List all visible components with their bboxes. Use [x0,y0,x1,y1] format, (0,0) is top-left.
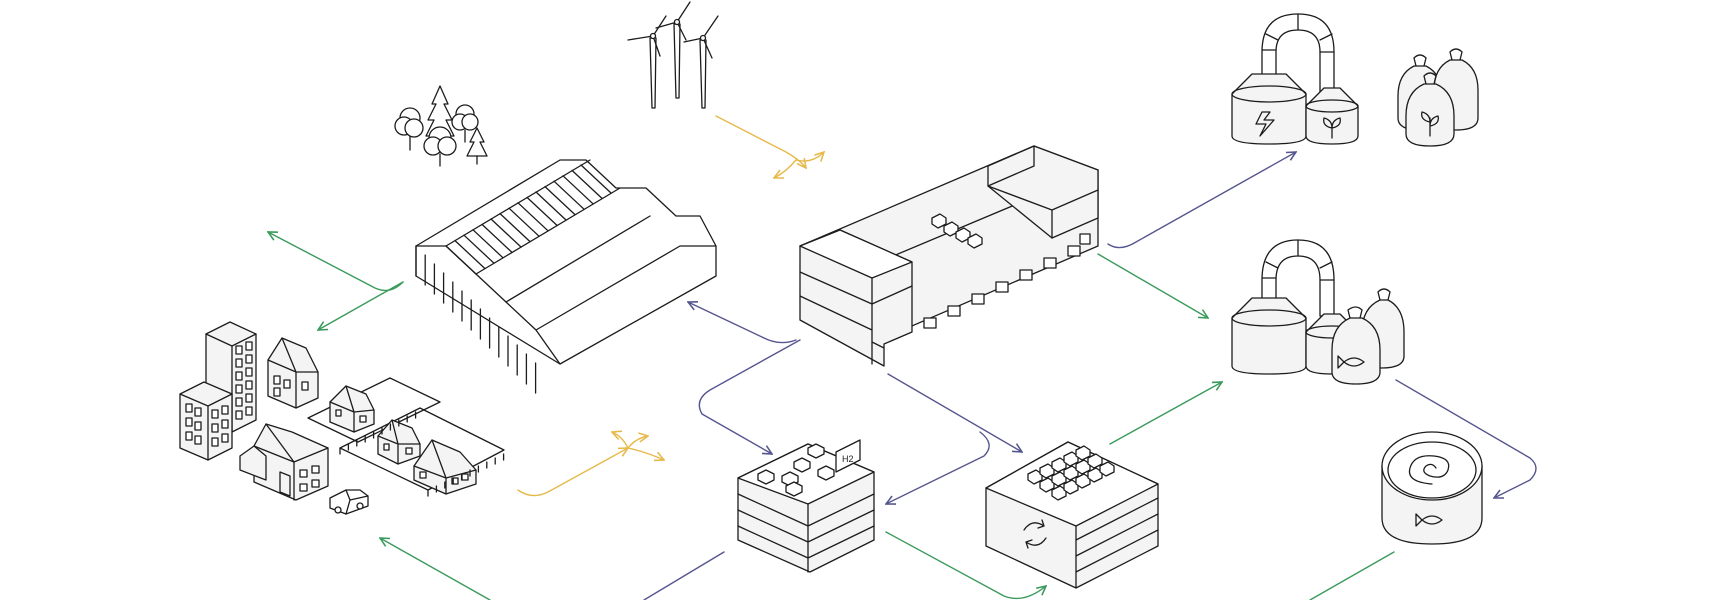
rooftop-unit [1039,463,1055,479]
wind-energy-branch-left [774,159,797,178]
apartment-window [235,358,243,368]
apartment-window [211,409,219,419]
digester-energy-icon [1231,13,1359,145]
greenhouse-roof-rib [535,191,567,221]
greenhouse-output-flow-up [268,232,404,292]
fish-tank-icon [1381,431,1483,545]
wind-energy-branch-right [795,152,824,161]
fish-icon [1337,355,1365,369]
greenhouse-roof-rib [454,239,486,270]
greenhouse-icon [415,159,717,394]
hydrogen-sign-label: H2 [842,454,854,464]
hydrogen-plant-icon: H2 [737,439,875,573]
greenhouse-output-flow-down [318,281,404,330]
apartment-window [211,437,219,447]
apartment-window [221,405,229,415]
recycling-to-hydrogen-flow [886,431,990,504]
factory-to-recycling-flow [887,373,1022,452]
fish-feed-to-tank-flow [1395,379,1537,498]
apartment-window [245,341,253,351]
greenhouse-roof-rib [481,223,513,254]
rooftop-unit [1027,469,1043,485]
apartment-window [221,433,229,443]
greenhouse-roof-rib [445,245,477,275]
lightning-icon [1255,111,1275,137]
apartment-window [194,407,202,417]
apartment-window [245,380,253,390]
rooftop-unit [1075,445,1091,461]
apartment-window [245,406,253,416]
residential-return-flow [380,538,491,600]
residential-energy-flow [517,448,628,497]
greenhouse-roof-rib [472,229,504,259]
rooftop-unit [1087,453,1103,469]
fish-tank-output-flow [1309,551,1395,600]
greenhouse-roof-rib [490,218,522,248]
plant-sprout-icon [1323,117,1341,139]
rooftop-unit [1075,473,1091,489]
apartment-window [185,417,193,427]
greenhouse-roof-rib [463,234,495,264]
apartment-window [235,371,243,381]
greenhouse-roof-rib [571,169,603,200]
factory-icon [799,145,1099,367]
factory-to-digester-flow [1107,152,1296,249]
residential-energy-branch-right [627,447,664,460]
trees-icon [394,85,488,167]
flow-arrows [268,115,1537,600]
apartment-window [235,345,243,355]
greenhouse-roof-rib [562,175,594,205]
greenhouse-roof-rib [544,185,576,216]
rooftop-unit [1051,485,1067,501]
hydrogen-to-recycling-flow [885,531,1046,600]
apartment-window [245,393,253,403]
residential-energy-branch-up [612,432,629,449]
greenhouse-roof-rib [553,180,585,210]
wind-turbine-icon [627,1,719,109]
rooftop-unit [1087,467,1103,483]
apartment-window [221,419,229,429]
digester-fish-feed-icon [1231,239,1405,385]
fertilizer-bags-icon [1397,48,1479,147]
apartment-window [245,354,253,364]
greenhouse-roof-rib [517,202,549,232]
greenhouse-roof-rib [580,164,612,194]
factory-to-fish-feed-flow [1097,253,1208,318]
rooftop-unit [1099,461,1115,477]
residential-area-icon [179,321,505,515]
apartment-window [185,431,193,441]
rooftop-unit [1039,477,1055,493]
apartment-window [194,435,202,445]
apartment-window [245,367,253,377]
hydrogen-output-flow [643,551,725,600]
apartment-window [235,384,243,394]
greenhouse-roof-rib [526,196,558,227]
apartment-window [211,423,219,433]
rooftop-unit [1063,465,1079,481]
recycle-arrows-icon [1023,519,1047,549]
factory-to-greenhouse-flow [688,302,797,344]
greenhouse-roof-rib [508,207,540,237]
apartment-window [235,410,243,420]
greenhouse-roof-rib [499,212,531,243]
wind-energy-flow [715,115,806,168]
recycling-facility-icon [985,441,1159,589]
rooftop-unit [1051,471,1067,487]
factory-to-hydrogen-flow [698,339,801,454]
apartment-window [235,397,243,407]
recycling-to-fish-feed-flow [1109,382,1222,445]
hydrogen-sign [835,439,861,473]
rooftop-unit [1051,457,1067,473]
rooftop-unit [1063,451,1079,467]
rooftop-unit [1063,479,1079,495]
rooftop-unit [1075,459,1091,475]
apartment-window [185,403,193,413]
apartment-window [194,421,202,431]
residential-energy-branch-mid [627,436,648,449]
